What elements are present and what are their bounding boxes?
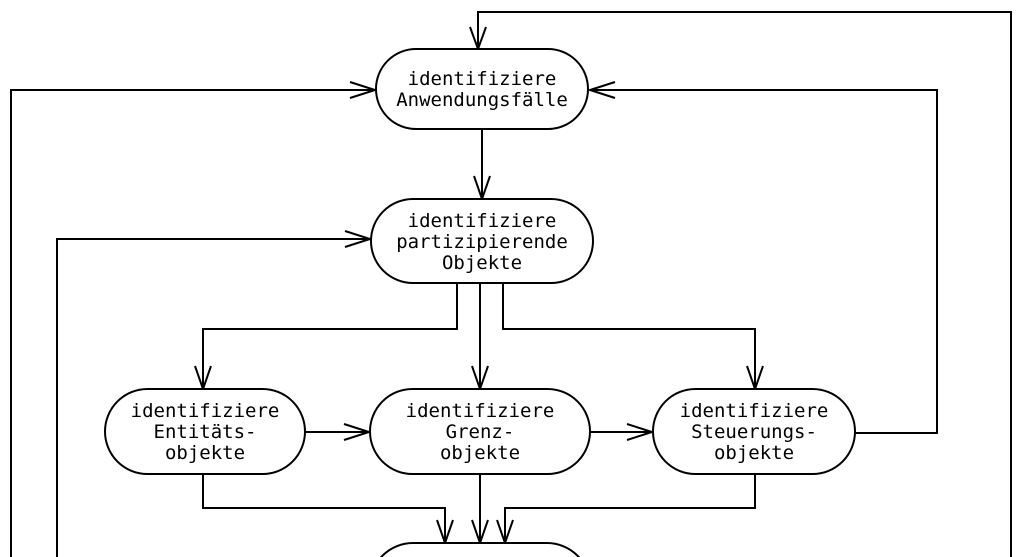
arrow-right-icon [344, 230, 374, 248]
node-shape [370, 198, 594, 284]
node-label: identifiziere [408, 210, 557, 232]
node-label: Anwendungsfälle [396, 89, 568, 111]
node-label: identifiziere [131, 400, 280, 422]
connector-partizipierende-to-steuerungs [502, 283, 764, 393]
node-shape [652, 388, 856, 475]
connector-entitaets-to-grenz [305, 423, 373, 441]
connector-entitaets-to-bottom [202, 474, 454, 547]
node-label: Grenz- [446, 421, 515, 443]
arrow-right-icon [626, 423, 656, 441]
node-label: objekte [440, 442, 520, 464]
node-shape [375, 48, 589, 130]
node-label: identifiziere [406, 400, 555, 422]
node-bottom-cut-off [379, 542, 581, 557]
node-identifiziere-steuerungs-objekte: identifiziere Steuerungs- objekte [652, 388, 856, 475]
arrow-left-icon [586, 81, 616, 99]
node-identifiziere-anwendungsfaelle: identifiziere Anwendungsfälle [375, 48, 589, 130]
connector-steuerungs-to-use-cases [586, 81, 938, 434]
node-label: Entitäts- [154, 421, 257, 443]
node-label: partizipierende [396, 231, 568, 253]
arrow-right-icon [343, 423, 373, 441]
node-identifiziere-grenz-objekte: identifiziere Grenz- objekte [369, 388, 591, 475]
node-label: objekte [714, 442, 794, 464]
connector-partizipierende-to-grenz [471, 283, 489, 393]
connector-loop-left-to-use-cases [10, 81, 379, 557]
connector-partizipierende-to-entitaets [194, 283, 458, 393]
connector-grenz-to-bottom [471, 474, 489, 547]
node-shape [379, 542, 581, 557]
node-label: Objekte [442, 252, 522, 274]
arrow-right-icon [349, 81, 379, 99]
connector-steuerungs-to-bottom [496, 474, 756, 547]
node-shape [104, 388, 306, 475]
node-identifiziere-partizipierende-objekte: identifiziere partizipierende Objekte [370, 198, 594, 284]
node-label: identifiziere [408, 68, 557, 90]
node-identifiziere-entitaets-objekte: identifiziere Entitäts- objekte [104, 388, 306, 475]
node-label: objekte [165, 442, 245, 464]
node-label: Steuerungs- [691, 421, 817, 443]
connector-grenz-to-steuerungs [590, 423, 656, 441]
node-shape [369, 388, 591, 475]
node-label: identifiziere [680, 400, 829, 422]
connector-use-cases-to-partizipierende [473, 129, 491, 203]
connector-loop-left-to-partizipierende [56, 230, 374, 557]
